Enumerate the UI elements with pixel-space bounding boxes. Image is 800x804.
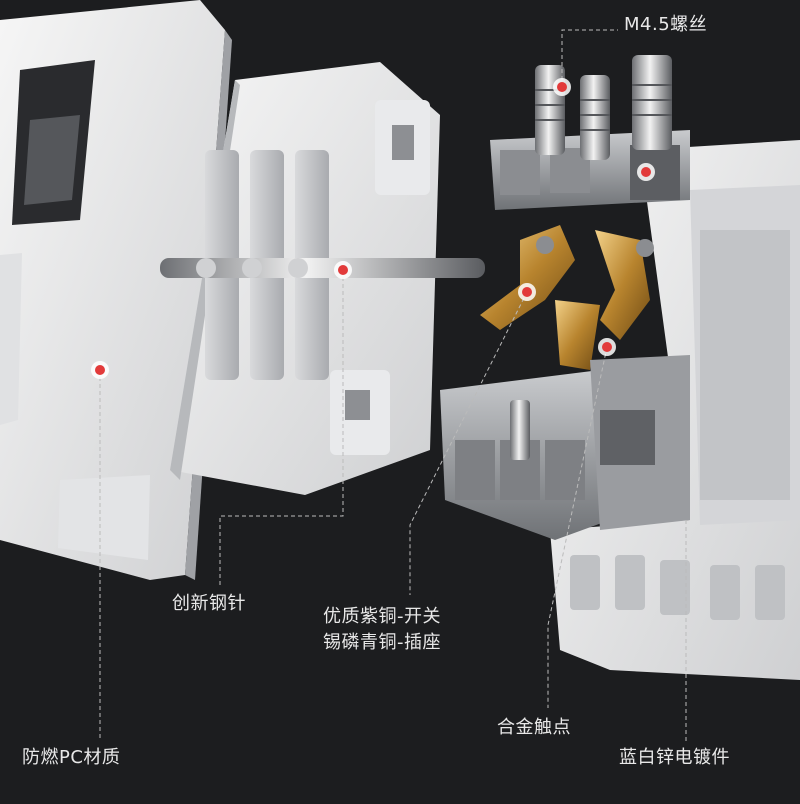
pin-module [160, 62, 485, 495]
callout-alloy-contact: 合金触点 [497, 717, 571, 738]
brass-contacts [480, 225, 654, 370]
callout-copper-switch: 优质紫铜-开关 [323, 606, 441, 627]
callout-pc-material: 防燃PC材质 [22, 747, 121, 768]
lower-socket-blocks [440, 355, 690, 540]
front-panel [0, 0, 232, 580]
callout-screw: M4.5螺丝 [624, 14, 708, 35]
steel-pin [160, 258, 485, 278]
callout-zinc-plate: 蓝白锌电镀件 [619, 747, 730, 768]
leader-lines [99, 29, 687, 742]
callout-copper: 优质紫铜-开关 锡磷青铜-插座 [323, 604, 441, 656]
upper-terminals [490, 55, 690, 210]
back-plate [550, 140, 800, 680]
callout-dots [91, 78, 655, 379]
callout-steel-pin: 创新钢针 [172, 593, 246, 614]
callout-copper-socket: 锡磷青铜-插座 [323, 632, 441, 653]
